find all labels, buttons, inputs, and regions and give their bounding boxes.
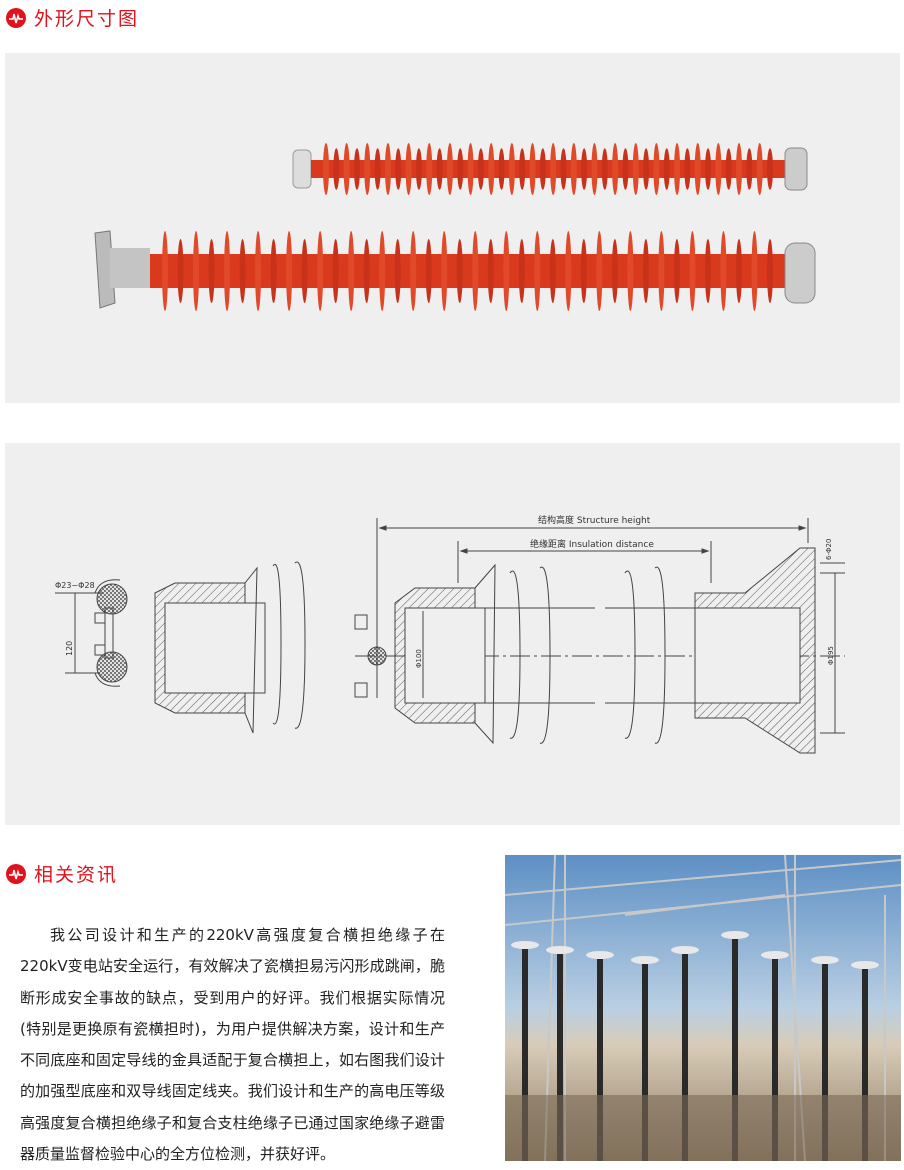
insulator-short: [292, 143, 808, 195]
waveform-icon: [6, 863, 26, 884]
section-title: 相关资讯: [34, 864, 119, 886]
substation-photo: [505, 855, 901, 1161]
insulator-photos: [94, 143, 816, 311]
spacing-label: 120: [65, 641, 74, 656]
flange-diameter-label: Φ195: [827, 646, 835, 665]
insulator-long: [94, 230, 816, 311]
bolt-holes-label: 6-Φ20: [825, 539, 833, 560]
insulation-distance-label: 绝缘距离 Insulation distance: [530, 538, 654, 550]
insulator-section-view: [354, 518, 845, 754]
tube-diameter-label: Φ100: [415, 649, 423, 668]
section-header-news: 相关资讯: [6, 860, 118, 887]
section-title: 外形尺寸图: [34, 8, 140, 30]
article-paragraph: 我公司设计和生产的220kV高强度复合横担绝缘子在220kV变电站安全运行，有效…: [20, 926, 445, 1164]
waveform-icon: [6, 7, 26, 28]
clamp-side-view: [55, 561, 306, 734]
product-photo-panel: [5, 53, 900, 403]
conductor-diameter-label: Φ23~Φ28: [55, 581, 95, 590]
dimension-drawing: Φ23~Φ28 120 Φ100 Φ195 6-Φ20 结构高度 Structu…: [55, 514, 845, 754]
structure-height-label: 结构高度 Structure height: [538, 514, 651, 526]
dimension-drawing-panel: Φ23~Φ28 120 Φ100 Φ195 6-Φ20 结构高度 Structu…: [5, 443, 900, 825]
section-header-dimensions: 外形尺寸图: [6, 4, 139, 31]
